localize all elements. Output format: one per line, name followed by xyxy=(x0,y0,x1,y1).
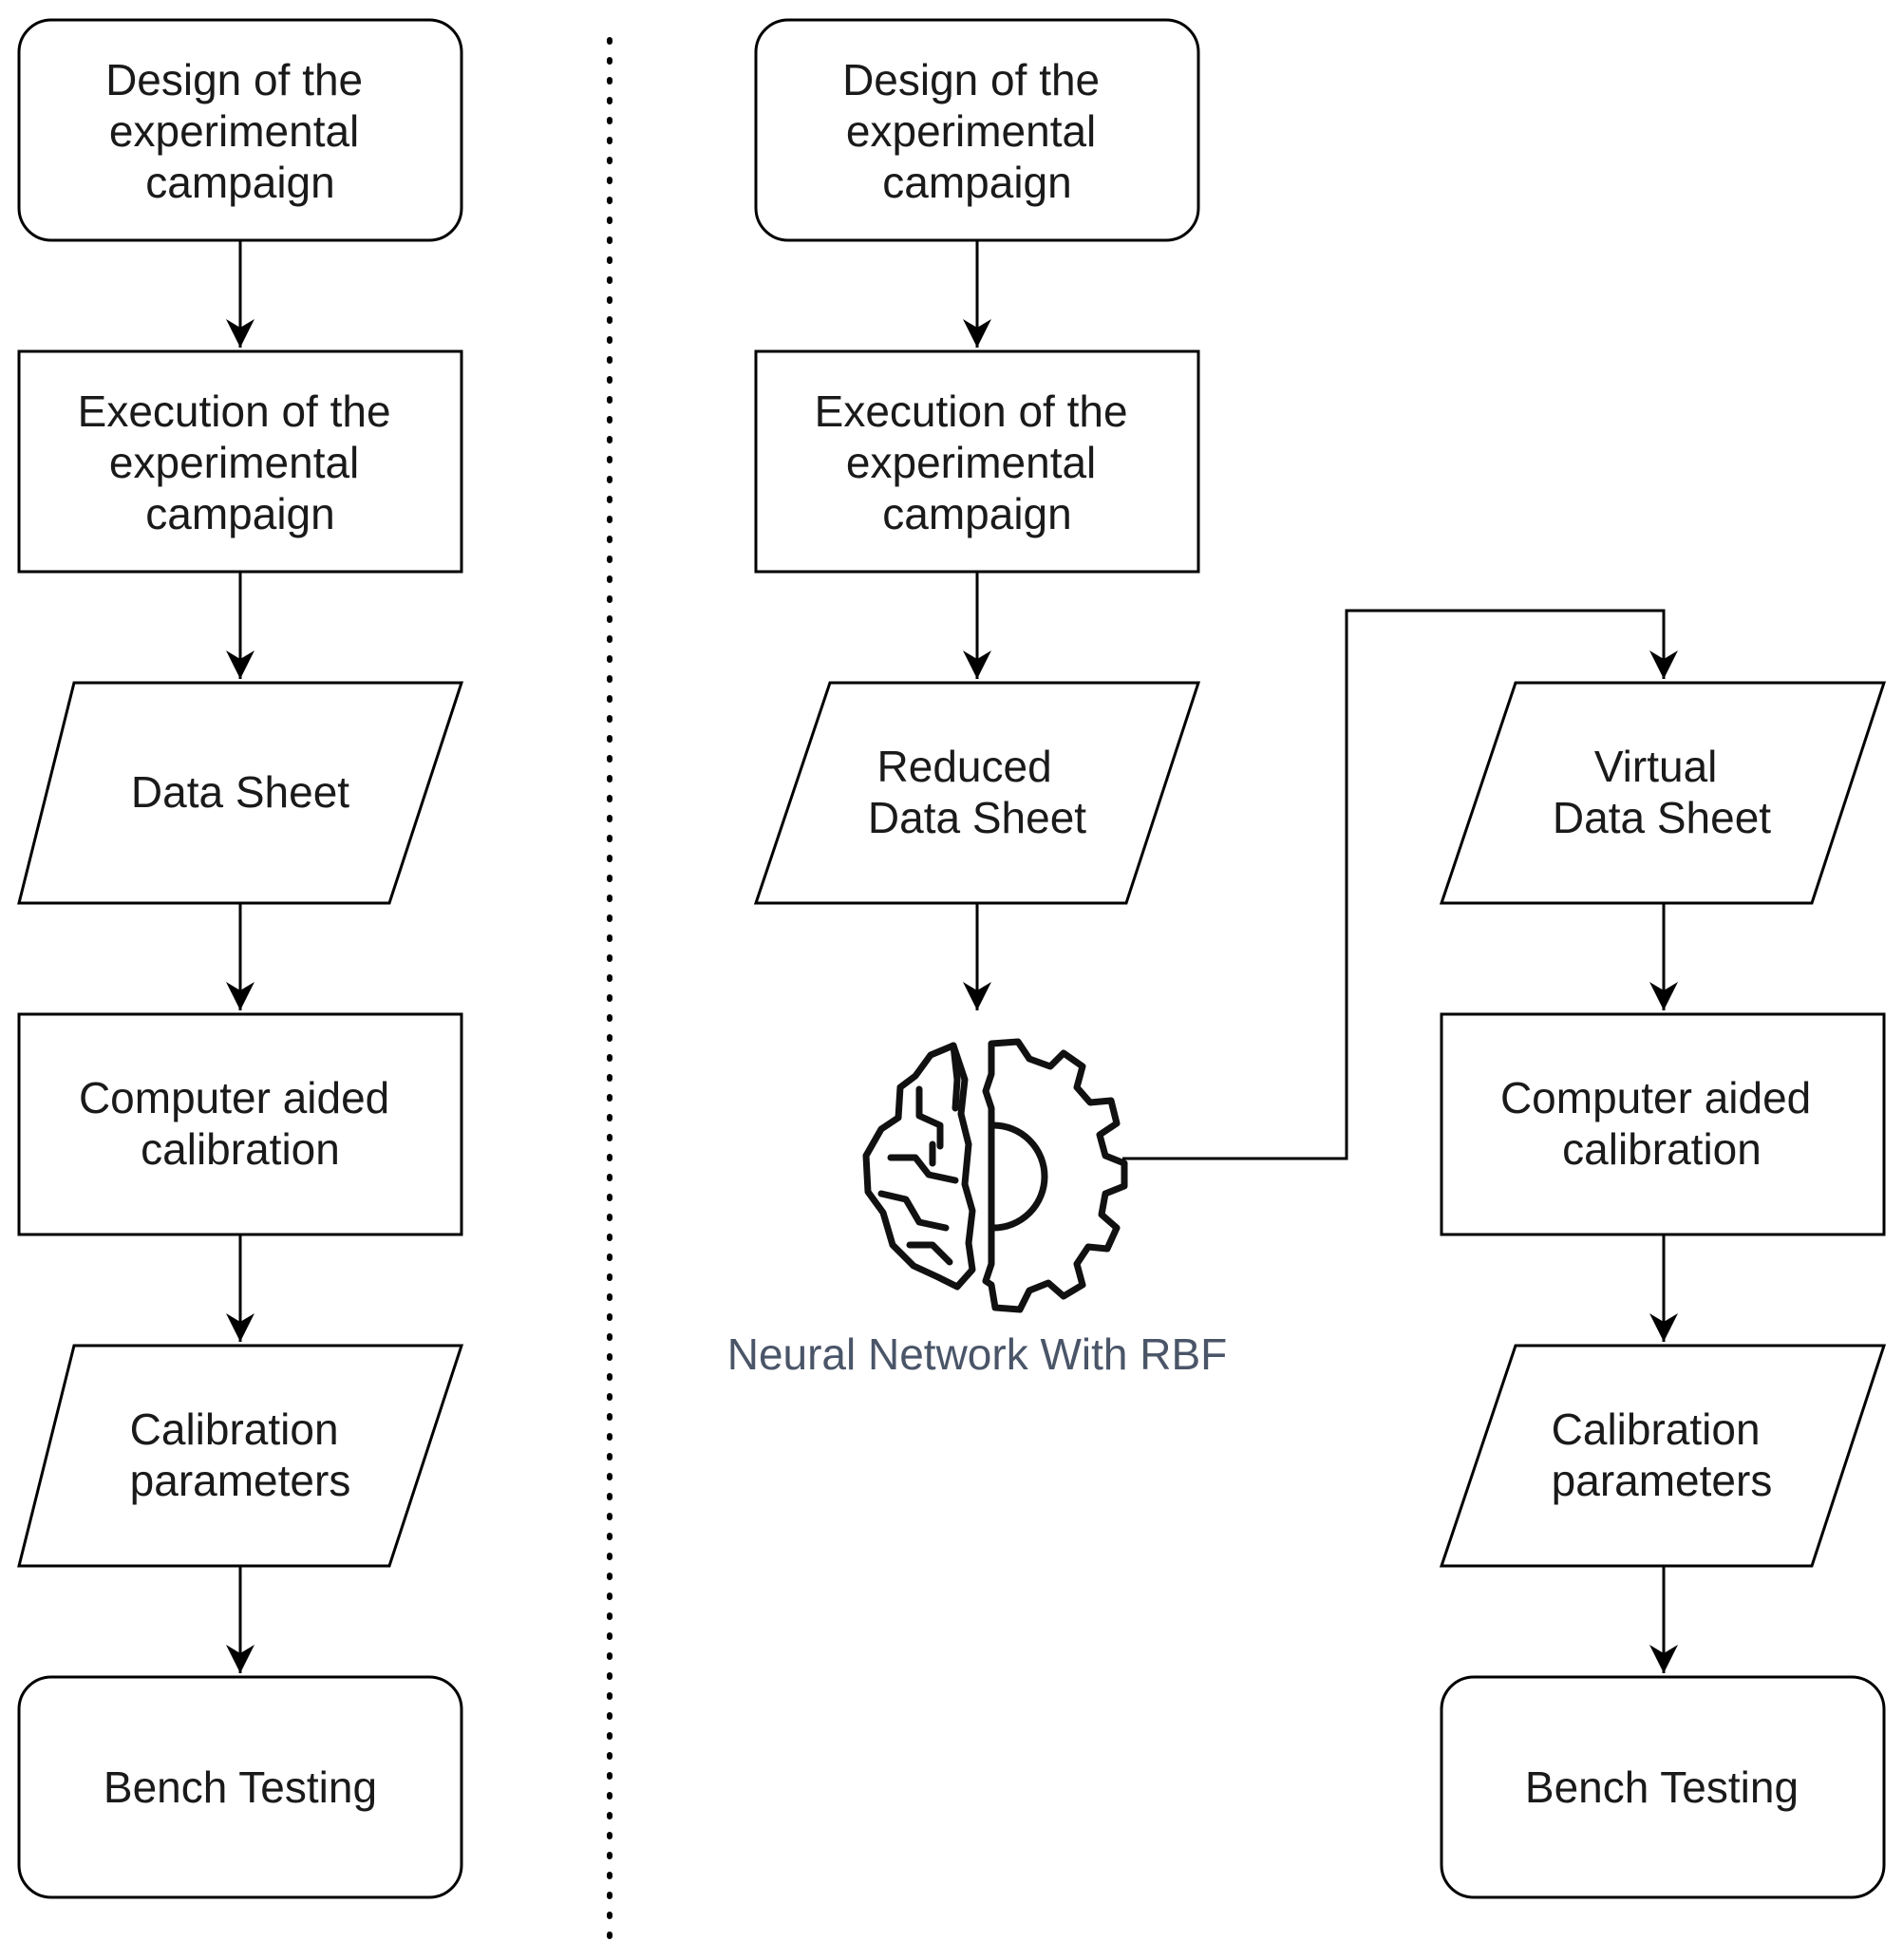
right-calibration-node xyxy=(1440,1012,1886,1236)
left-bench-label: Bench Testing xyxy=(104,1762,377,1812)
left-parameters-node xyxy=(17,1344,464,1568)
right-parameters-node xyxy=(1439,1344,1887,1568)
right-calibration-label: Computer aided calibration xyxy=(1500,1073,1823,1174)
right-reduced-data-sheet-label: Reduced Data Sheet xyxy=(868,742,1086,842)
neural-network-caption: Neural Network With RBF xyxy=(727,1329,1228,1379)
right-execution-label: Execution of the experimental campaign xyxy=(815,386,1140,538)
left-execution-node xyxy=(17,349,463,574)
left-calibration-node xyxy=(17,1012,463,1236)
left-design-label: Design of the experimental campaign xyxy=(105,55,375,207)
right-design-label: Design of the experimental campaign xyxy=(842,55,1112,207)
brain-gear-icon xyxy=(862,1038,1128,1313)
right-execution-node xyxy=(754,349,1200,574)
right-bench-node xyxy=(1440,1675,1886,1899)
left-parameters-label: Calibration parameters xyxy=(130,1404,351,1505)
network-to-virtual-edge xyxy=(1122,609,1678,1160)
left-calibration-label: Computer aided calibration xyxy=(79,1073,402,1174)
right-bench-label: Bench Testing xyxy=(1525,1762,1799,1812)
left-data-sheet-label: Data Sheet xyxy=(131,767,349,817)
left-execution-label: Execution of the experimental campaign xyxy=(78,386,404,538)
virtual-data-sheet-label: Virtual Data Sheet xyxy=(1553,742,1771,842)
virtual-data-sheet-node xyxy=(1439,681,1887,905)
left-data-sheet-node xyxy=(17,681,464,905)
right-parameters-label: Calibration parameters xyxy=(1552,1404,1773,1505)
left-bench-node xyxy=(17,1675,463,1899)
right-reduced-data-sheet-node xyxy=(753,681,1201,905)
